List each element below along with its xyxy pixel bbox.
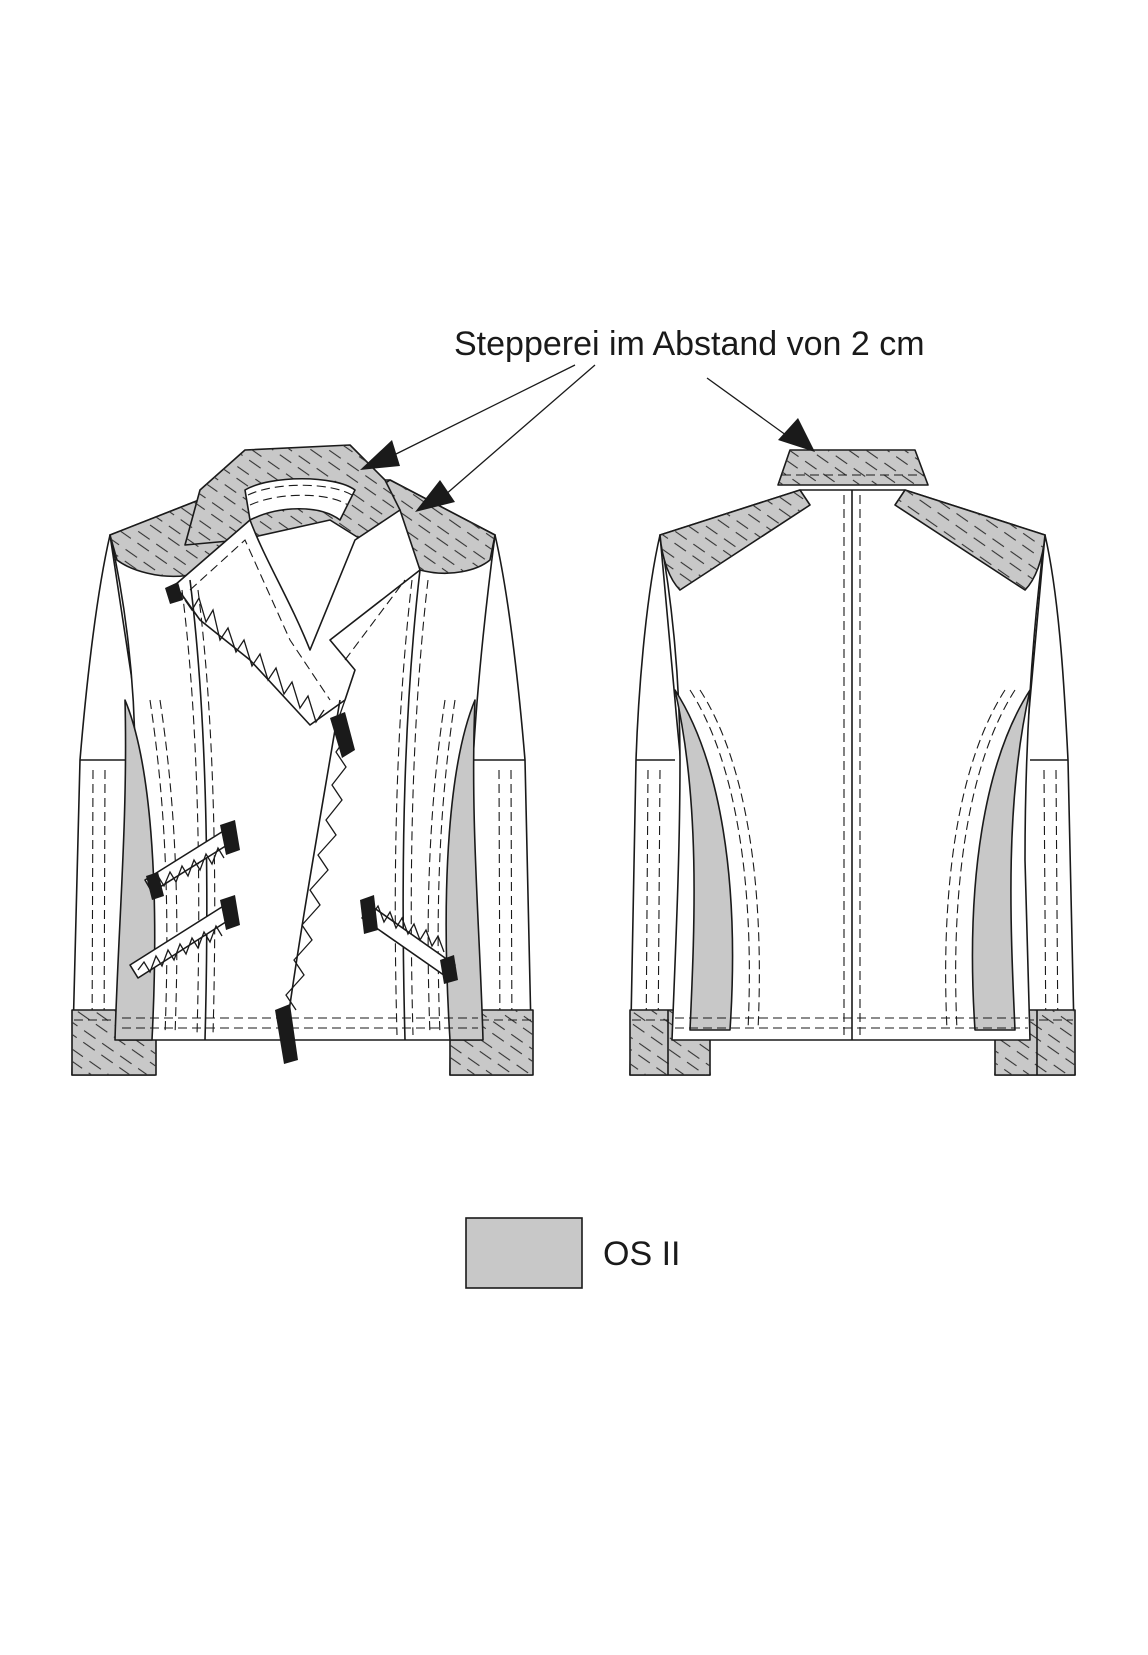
back-collar xyxy=(777,449,929,486)
back-right-yoke xyxy=(894,489,1046,591)
arrowhead-back-collar xyxy=(778,418,815,452)
arrow-line-shoulder xyxy=(444,364,596,496)
front-collar-tab xyxy=(165,582,183,604)
front-pocket-zip-lower-left xyxy=(129,895,240,979)
arrowhead-collar xyxy=(360,440,400,470)
back-right-side-panel xyxy=(971,689,1031,1031)
legend-label: OS II xyxy=(603,1235,680,1273)
front-zipper-tape xyxy=(184,596,325,724)
arrowhead-shoulder xyxy=(415,480,455,512)
front-right-side-panel xyxy=(445,699,484,1041)
legend: OS II xyxy=(465,1217,680,1289)
arrow-line-back-collar xyxy=(706,377,791,439)
stitching-annotation: Stepperei im Abstand von 2 cm xyxy=(360,325,925,512)
annotation-text: Stepperei im Abstand von 2 cm xyxy=(454,325,925,363)
front-pocket-zip-right xyxy=(360,895,458,984)
legend-swatch xyxy=(465,1217,583,1289)
front-zipper-pull-bottom xyxy=(275,1004,298,1064)
back-left-side-panel xyxy=(674,689,734,1031)
arrow-line-collar xyxy=(389,364,576,458)
jacket-front-view xyxy=(71,444,534,1076)
jacket-back-view xyxy=(629,449,1076,1076)
front-pocket-zip-upper-left xyxy=(144,820,240,900)
front-zipper-pull-top xyxy=(330,712,355,758)
front-collar xyxy=(184,444,401,546)
back-left-yoke xyxy=(659,489,811,591)
front-left-cuff xyxy=(71,1009,157,1076)
